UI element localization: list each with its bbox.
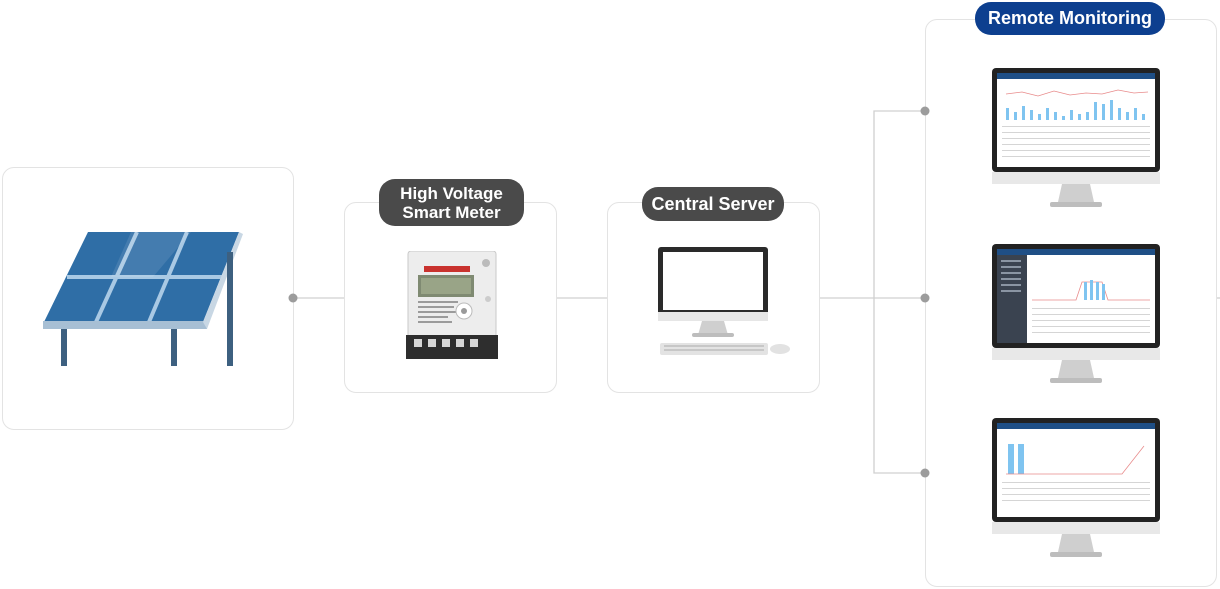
smart-meter-label-line2: Smart Meter	[402, 203, 501, 222]
central-server-label-text: Central Server	[651, 194, 775, 214]
central-server-label: Central Server	[642, 187, 784, 221]
monitor-icon	[992, 418, 1160, 557]
monitor-icon	[992, 68, 1160, 207]
desktop-computer-icon	[658, 247, 790, 355]
monitor-icon	[992, 244, 1160, 383]
remote-monitoring-label: Remote Monitoring	[975, 2, 1165, 35]
smart-meter-icon	[406, 251, 498, 359]
smart-meter-card	[344, 202, 557, 393]
smart-meter-label: High Voltage Smart Meter	[379, 179, 524, 226]
remote-monitoring-label-text: Remote Monitoring	[988, 8, 1152, 28]
smart-meter-label-line1: High Voltage	[400, 184, 503, 203]
solar-panel-icon	[43, 232, 243, 366]
central-server-card	[607, 202, 820, 393]
remote-monitoring-card	[925, 19, 1217, 587]
solar-panel-card	[2, 167, 294, 430]
